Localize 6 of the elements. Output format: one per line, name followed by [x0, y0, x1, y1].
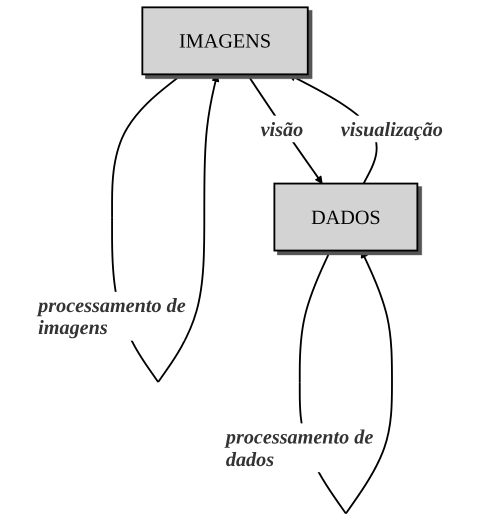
process-box: DADOS: [273, 182, 418, 252]
edge-label: processamento de imagens: [36, 292, 186, 341]
process-box: IMAGENS: [141, 6, 308, 76]
edge-label: visualização: [338, 116, 442, 142]
edge-label: visão: [258, 116, 305, 142]
edge-label: processamento de dados: [224, 423, 373, 472]
